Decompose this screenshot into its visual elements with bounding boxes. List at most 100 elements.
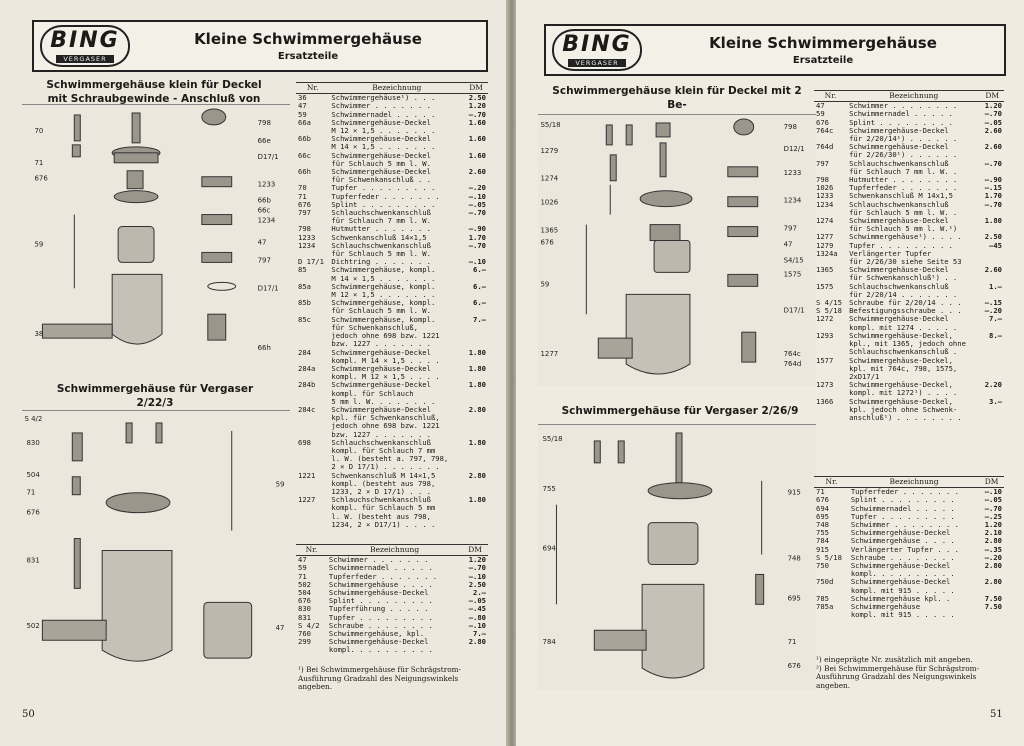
cell-nr: S 5/18 bbox=[816, 306, 842, 316]
cell-bezeichnung: Schwimmergehäuse-Deckel kompl. M 14 × 1,… bbox=[331, 347, 440, 365]
cell-dm: —.70 bbox=[468, 208, 486, 218]
table-row: 284a Schwimmergehäuse-Deckel kompl. M 12 … bbox=[296, 363, 488, 382]
callout-797: 797 bbox=[784, 225, 797, 233]
section-heading-2: Schwimmergehäuse für Vergaser 2/22/3 bbox=[56, 383, 254, 409]
cell-nr: 1293 bbox=[816, 330, 834, 340]
cell-dm: 2.— bbox=[473, 588, 486, 598]
cell-nr: 504 bbox=[298, 588, 311, 598]
cell-dm: 2.60 bbox=[984, 125, 1002, 135]
cell-dm: —.20 bbox=[984, 552, 1002, 562]
cell-dm: 3.— bbox=[989, 396, 1002, 406]
callout-1234: 1234 bbox=[258, 217, 276, 225]
cell-bezeichnung: Schwimmergehäuse-Deckel für Schlauch 5 m… bbox=[331, 150, 431, 168]
cell-bezeichnung: Schwimmergehäuse-Deckel kompl. M 12 × 1,… bbox=[331, 363, 440, 382]
table-header-row: Nr. Bezeichnung DM bbox=[296, 543, 488, 557]
cell-nr: 784 bbox=[816, 536, 829, 546]
callout-1575: 1575 bbox=[784, 270, 802, 278]
cell-nr: 1274 bbox=[816, 216, 834, 226]
cell-bezeichnung: Schlauchschwenkanschluß kompl. für Schla… bbox=[331, 437, 449, 472]
cell-nr: 70 bbox=[298, 183, 307, 193]
cell-nr: 1234 bbox=[816, 199, 834, 209]
diagram-drawing-2 bbox=[555, 432, 765, 679]
callout-915: 915 bbox=[788, 489, 801, 497]
col-nr: Nr. bbox=[814, 89, 848, 103]
cell-nr: 1279 bbox=[816, 240, 834, 250]
cell-dm: 1.80 bbox=[468, 495, 486, 505]
exploded-diagram-2: S5/18 755 694 784 915 748 695 71 676 bbox=[538, 424, 816, 690]
cell-bezeichnung: Schwimmergehäuse-Deckel kompl. . . . . .… bbox=[328, 637, 433, 655]
cell-nr: 71 bbox=[298, 571, 307, 581]
cell-bezeichnung: Schwimmergehäuse-Deckel für Schwenkansch… bbox=[849, 265, 958, 283]
diagram-callouts: S5/18 1279 1274 1026 1365 676 59 1277 79… bbox=[541, 121, 805, 368]
callout-59: 59 bbox=[541, 280, 550, 288]
cell-nr: 85 bbox=[298, 265, 307, 275]
callout-66h: 66h bbox=[258, 344, 271, 352]
cell-nr: 66h bbox=[298, 167, 311, 177]
cell-bezeichnung: Schwimmergehäuse-Deckel, kpl. mit 764c, … bbox=[849, 355, 958, 381]
cell-bezeichnung: Schlauchschwenkanschluß für 2/20/14 . . … bbox=[849, 281, 958, 299]
callout-s4-2: S 4/2 bbox=[24, 415, 42, 423]
cell-dm: 7.50 bbox=[984, 602, 1002, 612]
cell-dm: —.90 bbox=[984, 175, 1002, 185]
cell-nr: 85c bbox=[298, 314, 311, 324]
cell-bezeichnung: Schwimmergehäuse-Deckel, kompl. mit 1272… bbox=[849, 380, 958, 398]
cell-bezeichnung: Schwimmernadel . . . . . bbox=[331, 109, 436, 119]
cell-dm: 2.60 bbox=[468, 167, 486, 177]
cell-bezeichnung: Schwimmergehäuse-Deckel M 14 × 1,5 . . .… bbox=[331, 134, 436, 152]
cell-dm: —.70 bbox=[468, 109, 486, 119]
cell-dm: 2.80 bbox=[984, 561, 1002, 571]
cell-bezeichnung: Schwimmergehäuse-Deckel für 2/20/14¹) . … bbox=[849, 125, 958, 144]
cell-bezeichnung: Schwimmergehäuse-Deckel, kpl. jedoch ohn… bbox=[849, 396, 962, 422]
cell-bezeichnung: Schwimmergehäuse-Deckel kompl. . . . . .… bbox=[850, 561, 955, 579]
cell-nr: 830 bbox=[298, 604, 311, 614]
cell-dm: —.15 bbox=[984, 298, 1002, 308]
cell-dm: —.10 bbox=[468, 620, 486, 630]
callout-695: 695 bbox=[788, 594, 801, 602]
cell-bezeichnung: Schraube für 2/20/14 . . . bbox=[849, 298, 962, 308]
diagram-drawing-2 bbox=[41, 422, 253, 662]
diagram-drawing bbox=[585, 118, 759, 375]
cell-bezeichnung: Schlauchschwenkanschluß für Schlauch 7 m… bbox=[849, 158, 958, 176]
col-nr: Nr. bbox=[296, 81, 330, 95]
cell-nr: 748 bbox=[816, 520, 829, 530]
cell-dm: 2.80 bbox=[984, 577, 1002, 587]
cell-dm: —.10 bbox=[468, 257, 486, 267]
cell-bezeichnung: Hutmutter . . . . . . . bbox=[331, 224, 431, 234]
cell-nr: 698 bbox=[298, 437, 311, 447]
cell-dm: —.70 bbox=[984, 503, 1002, 513]
callout-694: 694 bbox=[543, 545, 557, 553]
callout-764c: 764c bbox=[784, 350, 801, 358]
cell-nr: 1234 bbox=[298, 240, 316, 250]
cell-dm: 7.50 bbox=[984, 593, 1002, 603]
cell-dm: —.05 bbox=[984, 117, 1002, 127]
callout-504: 504 bbox=[26, 471, 40, 479]
callout-1026: 1026 bbox=[541, 199, 559, 207]
callout-s4-15: S4/15 bbox=[784, 256, 804, 264]
bing-logo: BING VERGASER bbox=[552, 29, 642, 71]
cell-nr: 676 bbox=[816, 495, 829, 505]
cell-nr: 284a bbox=[298, 363, 316, 373]
callout-71: 71 bbox=[26, 489, 35, 497]
left-page: BING VERGASER Kleine Schwimmergehäuse Er… bbox=[0, 0, 508, 746]
cell-nr: 695 bbox=[816, 511, 829, 521]
